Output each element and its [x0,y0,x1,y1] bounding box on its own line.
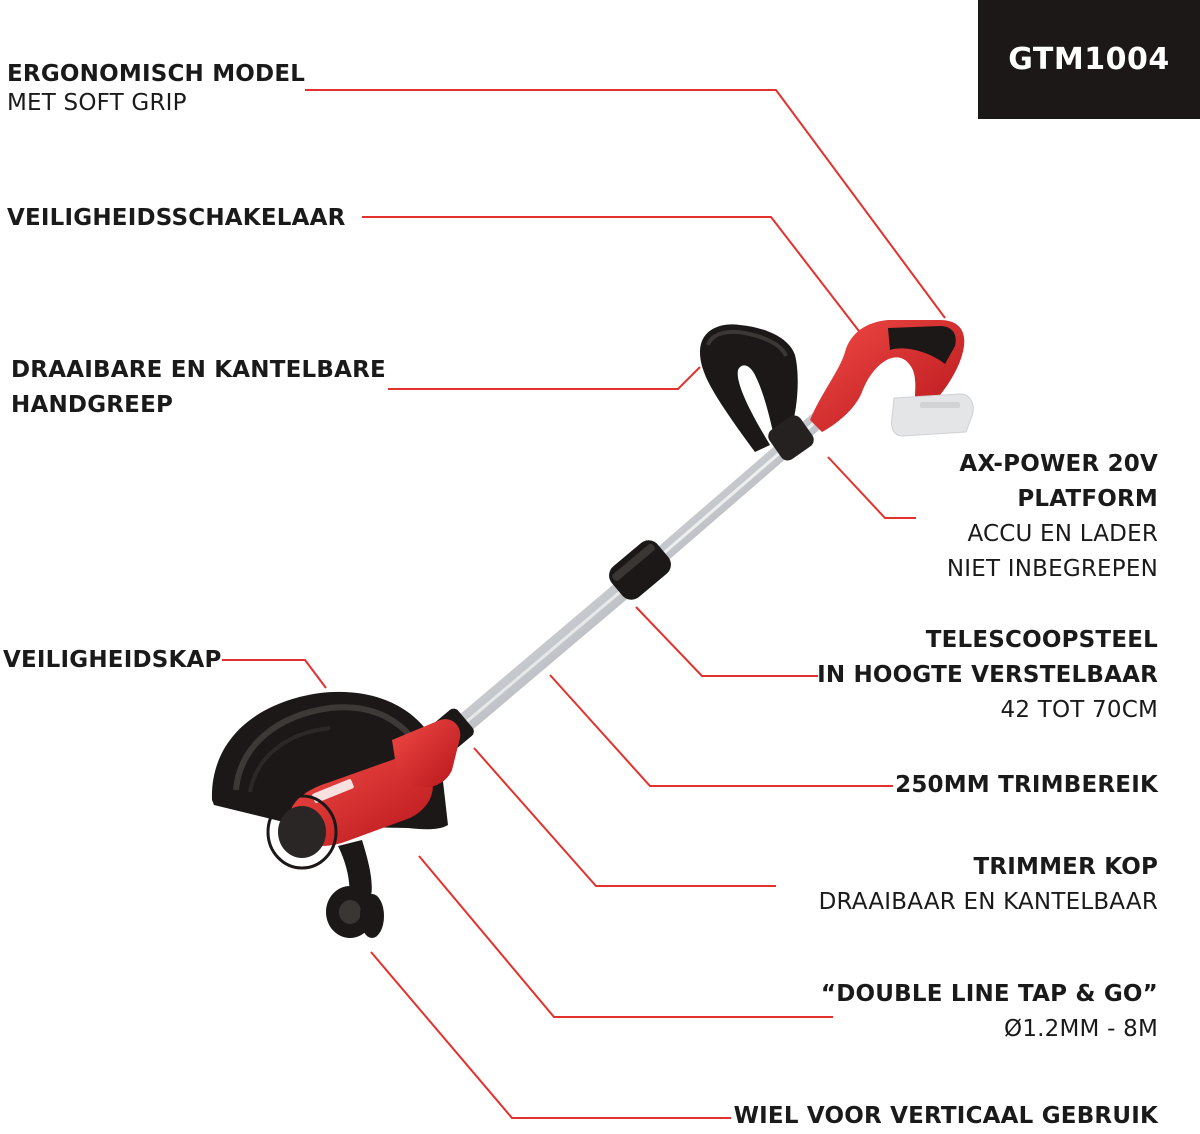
feature-platform-sub-2: NIET INBEGREPEN [946,556,1158,582]
feature-handle: DRAAIBARE EN KANTELBARE HANDGREEP [11,353,386,423]
callout-line-wheel [370,951,731,1119]
feature-platform-sub-1: ACCU EN LADER [967,521,1158,547]
feature-handle-title-2: HANDGREEP [11,392,174,418]
trimmer-head [266,719,461,905]
callout-line-switch [362,216,863,336]
feature-shaft-sub: 42 TOT 70CM [1000,697,1158,723]
feature-grip-sub: MET SOFT GRIP [7,90,187,116]
callout-line-dline [418,855,833,1018]
feature-shaft-title-2: IN HOOGTE VERSTELBAAR [817,662,1158,688]
model-number: GTM1004 [1008,42,1170,77]
feature-guard: VEILIGHEIDSKAP [3,643,222,678]
feature-platform-title-1: AX-POWER 20V [959,451,1158,477]
feature-wheel-title: WIEL VOOR VERTICAAL GEBRUIK [733,1103,1158,1129]
feature-line-title: “DOUBLE LINE TAP & GO” [820,981,1158,1007]
feature-shaft: TELESCOOPSTEEL IN HOOGTE VERSTELBAAR 42 … [817,623,1158,728]
feature-platform-title-2: PLATFORM [1017,486,1158,512]
model-badge: GTM1004 [978,0,1200,119]
feature-switch: VEILIGHEIDSSCHAKELAAR [7,201,346,236]
auxiliary-handle [700,324,814,461]
telescopic-shaft [426,409,829,756]
feature-head: TRIMMER KOP DRAAIBAAR EN KANTELBAAR [819,850,1158,920]
feature-head-title: TRIMMER KOP [973,854,1158,880]
callout-line-range [549,674,893,787]
feature-range: 250MM TRIMBEREIK [895,768,1158,803]
callout-line-guard [222,659,327,689]
feature-line: “DOUBLE LINE TAP & GO” Ø1.2MM - 8M [821,977,1158,1047]
callout-line-handle [388,366,701,390]
feature-wheel: WIEL VOOR VERTICAAL GEBRUIK [734,1099,1158,1134]
callout-line-grip [305,89,946,319]
callout-line-platform [827,456,916,519]
feature-guard-title: VEILIGHEIDSKAP [3,647,222,673]
rear-handle-housing [810,320,974,437]
feature-platform: AX-POWER 20V PLATFORM ACCU EN LADER NIET… [947,447,1158,587]
feature-switch-title: VEILIGHEIDSSCHAKELAAR [7,205,346,231]
feature-head-sub: DRAAIBAAR EN KANTELBAAR [818,889,1158,915]
callout-line-head [473,747,776,887]
callout-lines [222,89,946,1119]
feature-range-title: 250MM TRIMBEREIK [895,772,1158,798]
feature-handle-title-1: DRAAIBARE EN KANTELBARE [11,357,386,383]
feature-grip: ERGONOMISCH MODEL MET SOFT GRIP [7,57,305,121]
guide-wheel [326,886,384,938]
feature-grip-title: ERGONOMISCH MODEL [7,61,306,87]
feature-shaft-title-1: TELESCOOPSTEEL [925,627,1158,653]
callout-line-shaft [635,606,818,677]
feature-line-sub: Ø1.2MM - 8M [1004,1016,1158,1042]
